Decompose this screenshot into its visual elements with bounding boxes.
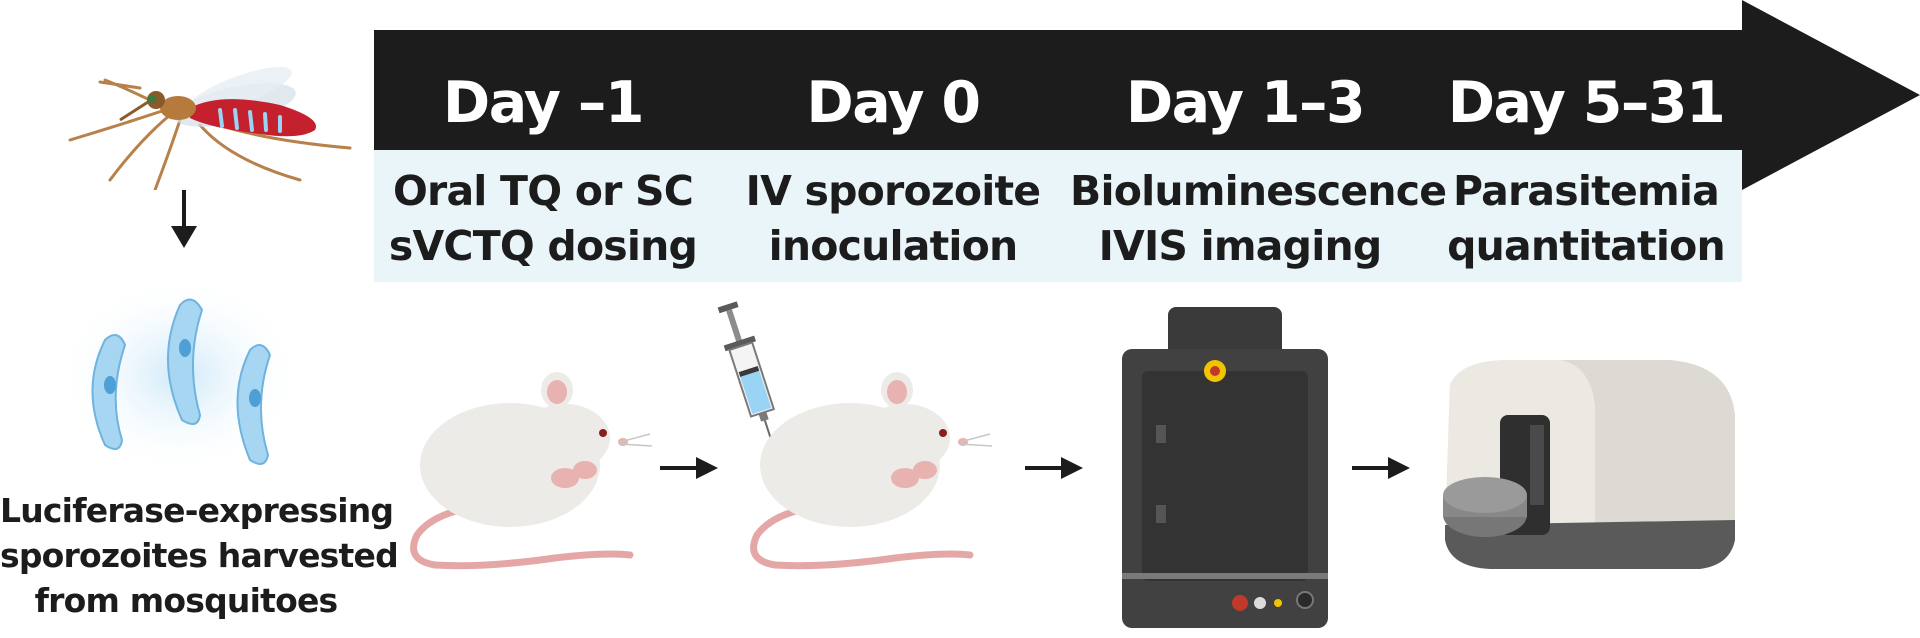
step-3-line-1: Bioluminescence xyxy=(1070,167,1447,215)
hematology-analyzer-icon xyxy=(1443,360,1735,569)
step-description-3: Bioluminescence IVIS imaging xyxy=(1070,164,1447,274)
step-description-4: Parasitemia quantitation xyxy=(1416,164,1756,274)
step-4-line-1: Parasitemia xyxy=(1452,167,1720,215)
mouse-icon xyxy=(410,372,653,570)
step-1-line-2: sVCTQ dosing xyxy=(388,222,698,270)
ivis-imager-icon xyxy=(1122,307,1328,628)
day-label-4: Day 5–31 xyxy=(1447,70,1726,136)
step-2-line-2: inoculation xyxy=(768,222,1019,270)
step-description-2: IV sporozoite inoculation xyxy=(723,164,1063,274)
caption-line-2: sporozoites harvested xyxy=(0,536,399,575)
step-description-1: Oral TQ or SC sVCTQ dosing xyxy=(373,164,713,274)
step-4-line-2: quantitation xyxy=(1447,222,1726,270)
timeline-description-band xyxy=(374,150,1742,282)
right-arrow-icon-3 xyxy=(1352,457,1410,479)
step-1-line-1: Oral TQ or SC xyxy=(392,167,694,215)
caption-line-1: Luciferase-expressing xyxy=(0,491,394,530)
right-arrow-icon-2 xyxy=(1025,457,1083,479)
mouse-icon-2 xyxy=(750,372,993,570)
right-arrow-icon xyxy=(660,457,718,479)
step-3-line-2: IVIS imaging xyxy=(1098,222,1383,270)
day-label-1: Day –1 xyxy=(442,70,645,136)
down-arrow-icon xyxy=(171,190,197,248)
caption-line-3: from mosquitoes xyxy=(34,581,339,620)
day-label-2: Day 0 xyxy=(806,70,981,136)
day-label-3: Day 1–3 xyxy=(1125,70,1366,136)
sporozoite-icon xyxy=(55,280,305,475)
sporozoite-caption: Luciferase-expressing sporozoites harves… xyxy=(0,488,399,623)
step-2-line-1: IV sporozoite xyxy=(745,167,1041,215)
mosquito-icon xyxy=(68,67,352,190)
